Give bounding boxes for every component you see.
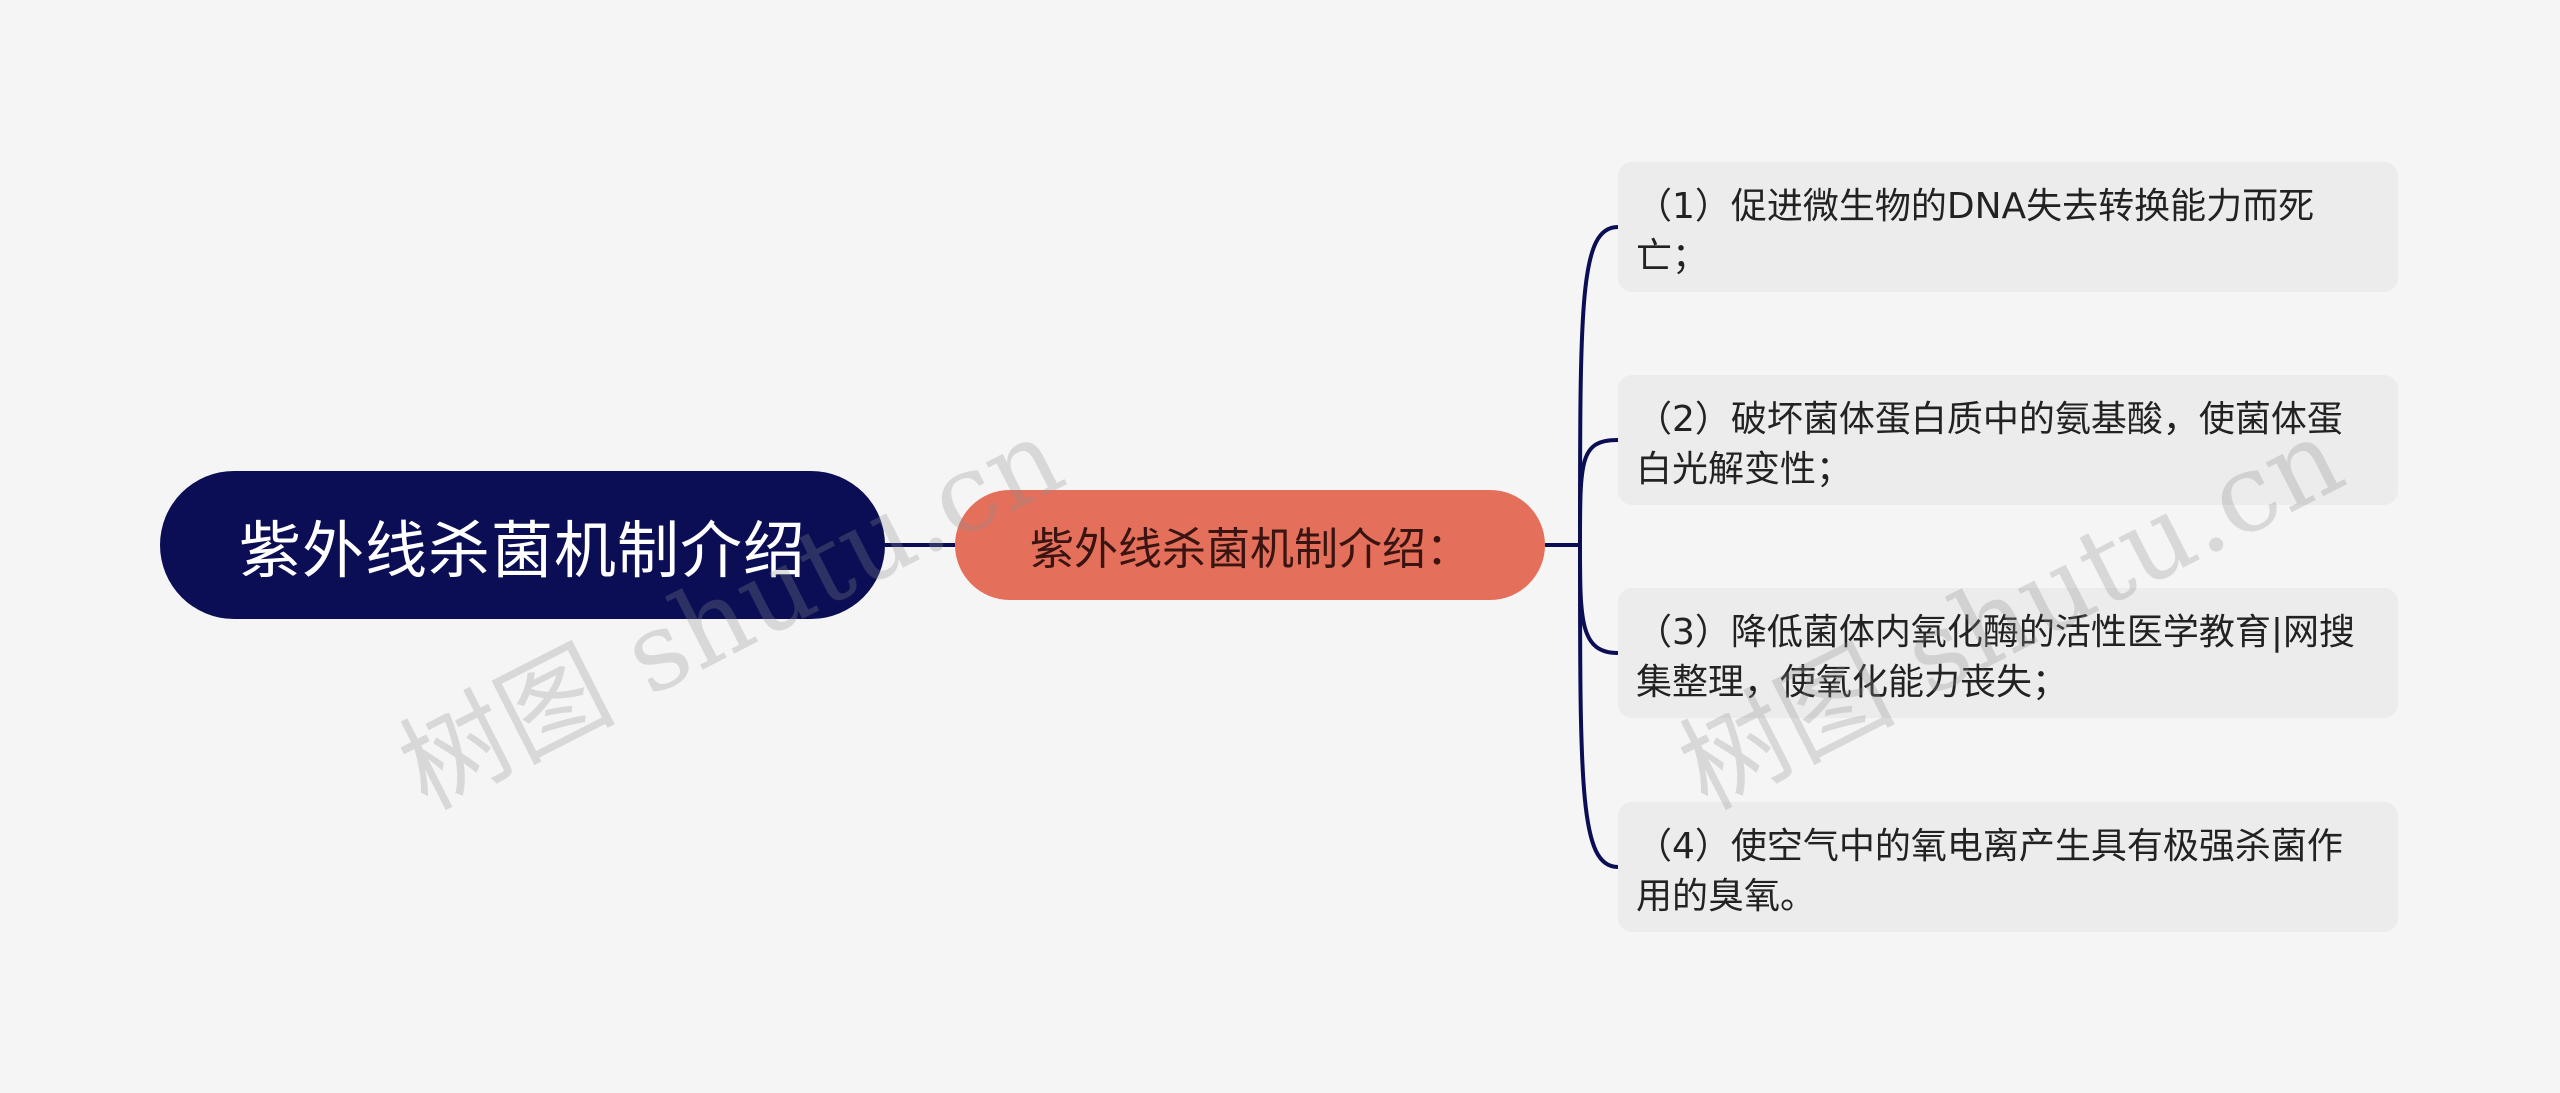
leaf-node-3-text: （3）降低菌体内氧化酶的活性医学教育|网搜集整理，使氧化能力丧失；: [1636, 612, 2356, 703]
root-node[interactable]: 紫外线杀菌机制介绍: [160, 471, 885, 619]
leaf-node-2[interactable]: （2）破坏菌体蛋白质中的氨基酸，使菌体蛋白光解变性；: [1618, 375, 2398, 505]
leaf-1-connector: [1578, 225, 1619, 546]
leaf-2-connector: [1578, 438, 1619, 546]
branch-node-label: 紫外线杀菌机制介绍：: [1030, 524, 1470, 575]
leaf-node-3[interactable]: （3）降低菌体内氧化酶的活性医学教育|网搜集整理，使氧化能力丧失；: [1618, 588, 2398, 718]
leaf-node-2-text: （2）破坏菌体蛋白质中的氨基酸，使菌体蛋白光解变性；: [1636, 399, 2343, 490]
leaf-3-connector: [1578, 544, 1619, 655]
root-node-label: 紫外线杀菌机制介绍: [238, 514, 806, 587]
leaf-node-4[interactable]: （4）使空气中的氧电离产生具有极强杀菌作用的臭氧。: [1618, 802, 2398, 932]
leaf-node-1[interactable]: （1）促进微生物的DNA失去转换能力而死亡；: [1618, 162, 2398, 292]
leaf-node-4-text: （4）使空气中的氧电离产生具有极强杀菌作用的臭氧。: [1636, 826, 2343, 917]
leaf-node-1-text: （1）促进微生物的DNA失去转换能力而死亡；: [1636, 186, 2315, 277]
leaf-4-connector: [1578, 544, 1619, 869]
branch-node[interactable]: 紫外线杀菌机制介绍：: [955, 490, 1545, 600]
